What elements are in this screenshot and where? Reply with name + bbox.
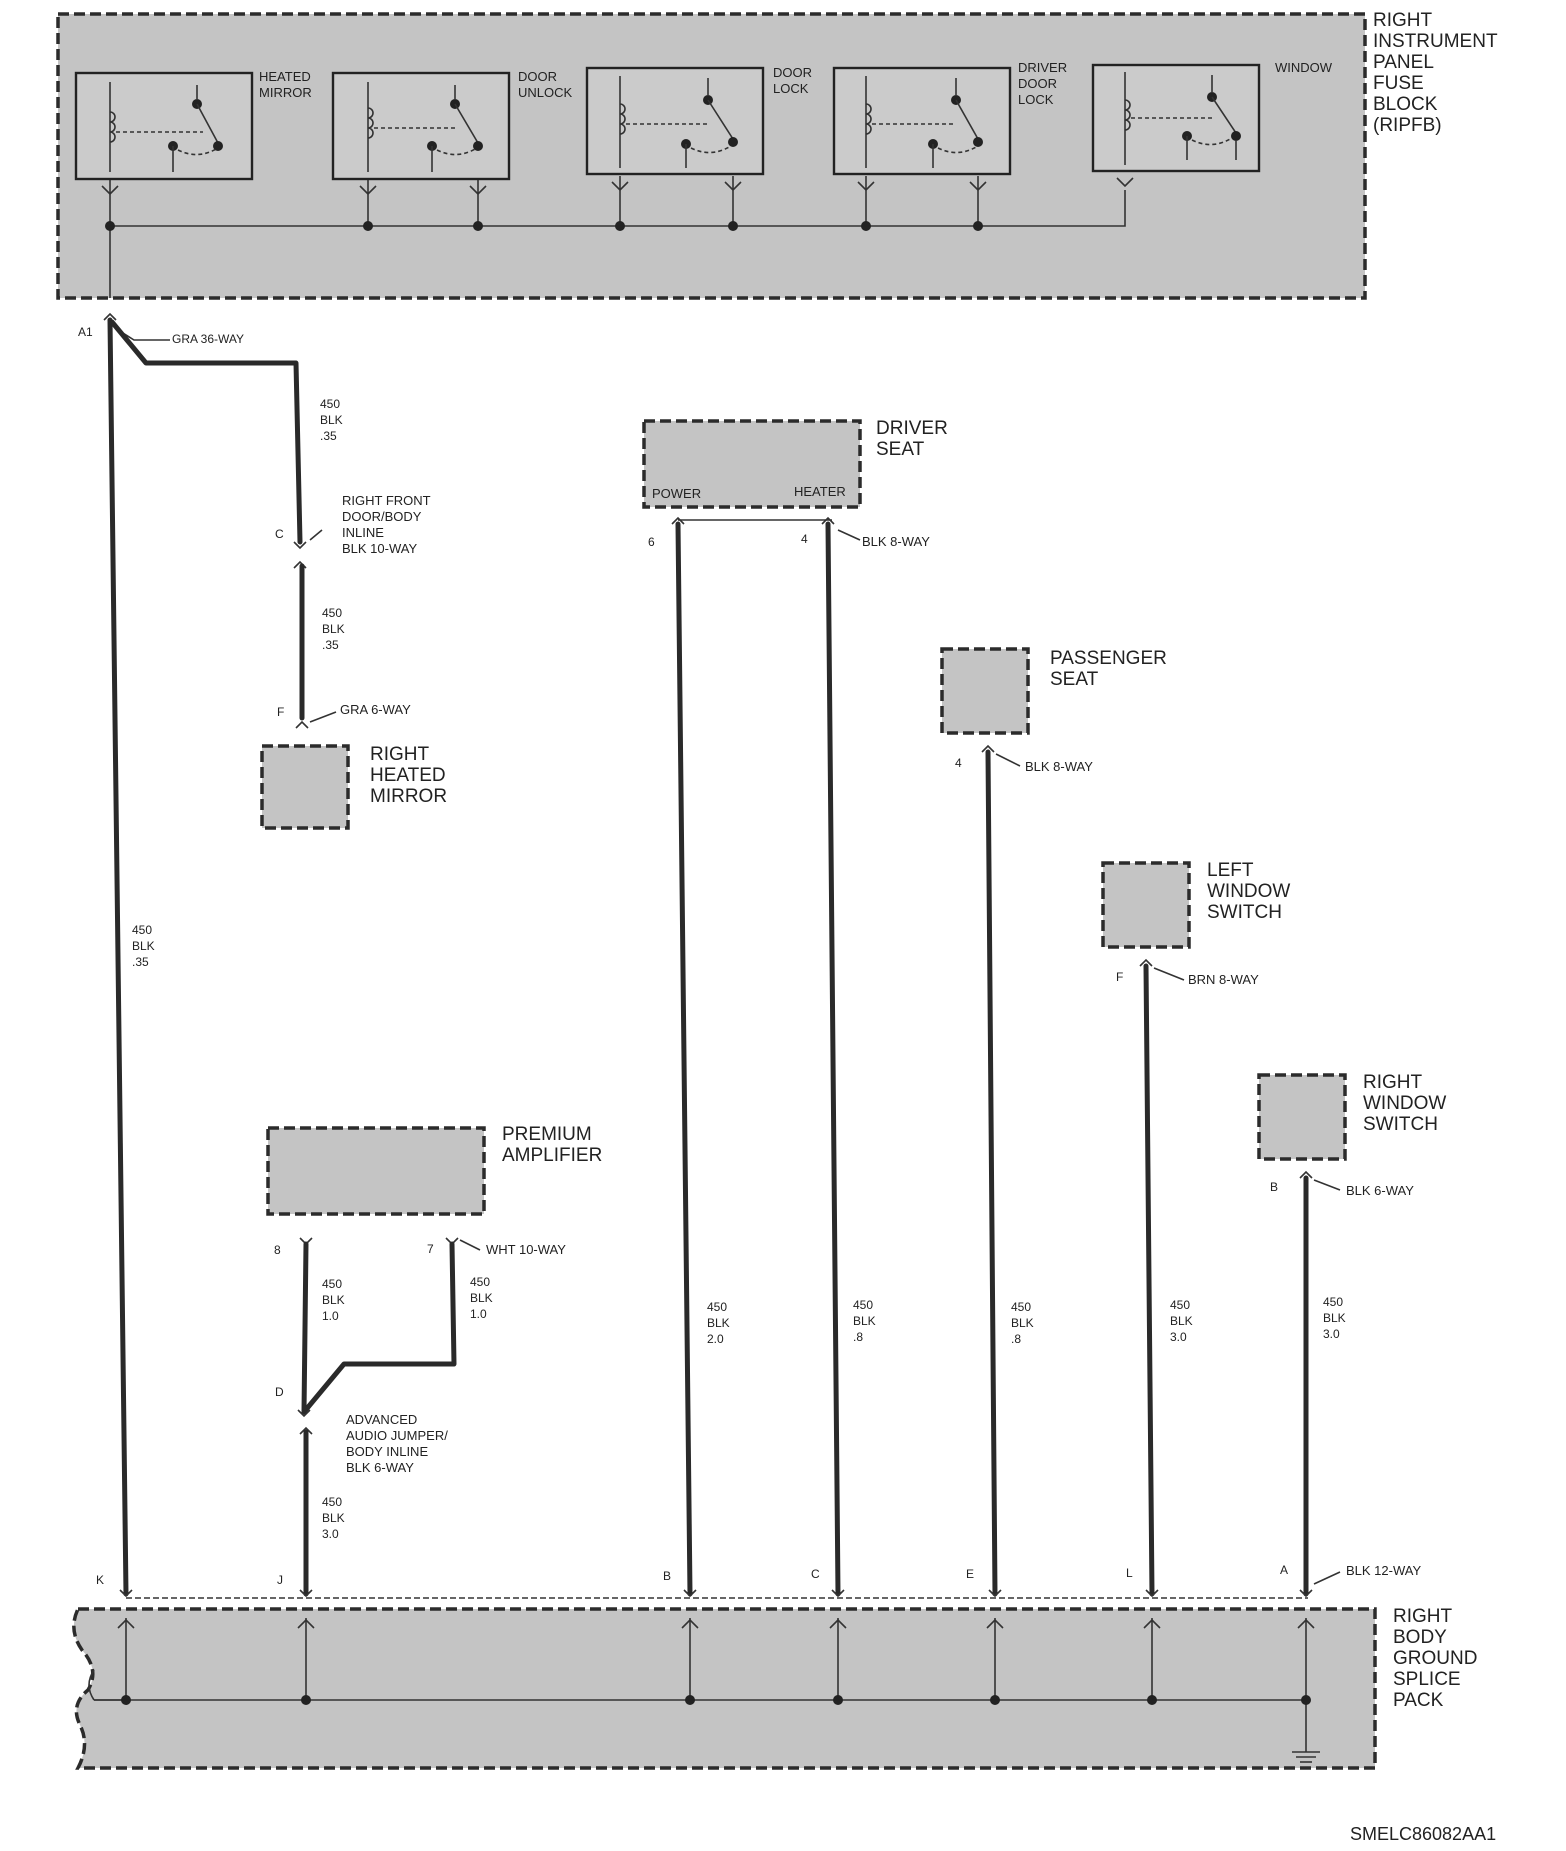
svg-text:4: 4 [955, 756, 962, 770]
svg-text:7: 7 [427, 1242, 434, 1256]
figure-code: SMELC86082AA1 [1350, 1824, 1496, 1844]
svg-text:K: K [96, 1573, 104, 1587]
ground-symbol-icon [1292, 1740, 1320, 1763]
svg-text:F: F [1116, 970, 1123, 984]
driver-seat [642, 419, 862, 509]
svg-text:BLK 12-WAY: BLK 12-WAY [1346, 1563, 1421, 1578]
svg-text:6: 6 [648, 535, 655, 549]
connector-a1: A1 GRA 36-WAY [78, 312, 244, 346]
svg-text:BLK 8-WAY: BLK 8-WAY [1025, 759, 1093, 774]
svg-text:E: E [966, 1567, 974, 1581]
svg-text:A: A [1280, 1563, 1288, 1577]
svg-text:BLK 6-WAY: BLK 6-WAY [1346, 1183, 1414, 1198]
svg-text:C: C [811, 1567, 820, 1581]
svg-text:D: D [275, 1385, 284, 1399]
svg-text:GRA 36-WAY: GRA 36-WAY [172, 332, 244, 346]
svg-text:4: 4 [801, 532, 808, 546]
svg-text:WINDOW: WINDOW [1275, 60, 1333, 75]
svg-text:J: J [277, 1573, 283, 1587]
svg-text:L: L [1126, 1566, 1133, 1580]
left-window-switch [1101, 861, 1191, 949]
premium-amplifier [266, 1126, 486, 1216]
svg-text:8: 8 [274, 1243, 281, 1257]
svg-text:POWER: POWER [652, 486, 701, 501]
right-heated-mirror [260, 744, 350, 830]
svg-text:B: B [1270, 1180, 1278, 1194]
svg-text:GRA 6-WAY: GRA 6-WAY [340, 702, 411, 717]
svg-text:BLK 8-WAY: BLK 8-WAY [862, 534, 930, 549]
svg-text:B: B [663, 1569, 671, 1583]
relay-window: WINDOW [1091, 60, 1333, 188]
svg-text:F: F [277, 705, 284, 719]
right-window-switch [1257, 1073, 1347, 1161]
svg-text:HEATER: HEATER [794, 484, 846, 499]
svg-text:C: C [275, 527, 284, 541]
svg-text:BRN 8-WAY: BRN 8-WAY [1188, 972, 1259, 987]
svg-text:A1: A1 [78, 325, 93, 339]
passenger-seat [940, 647, 1030, 735]
svg-text:WHT 10-WAY: WHT 10-WAY [486, 1242, 566, 1257]
